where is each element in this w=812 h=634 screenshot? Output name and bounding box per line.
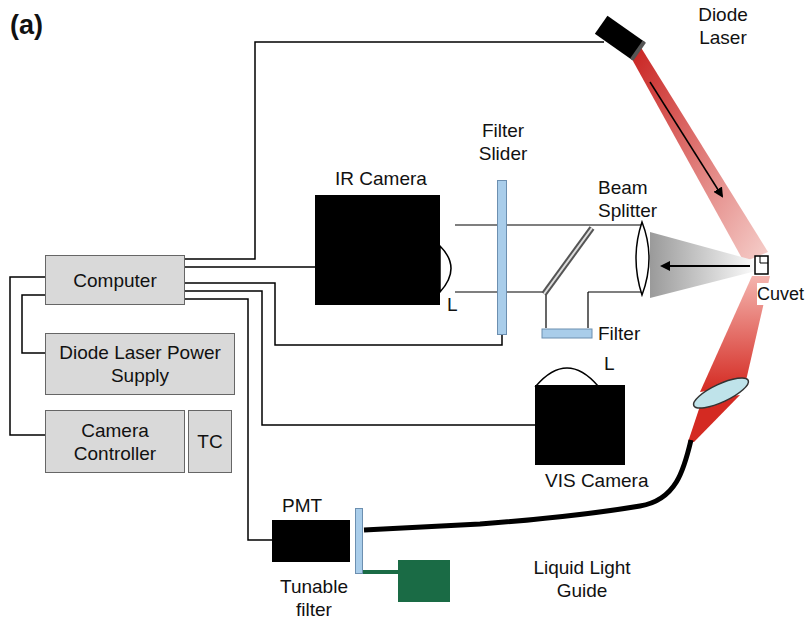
collection-lens <box>690 372 752 414</box>
node-text: TC <box>197 430 222 453</box>
pmt: PMT <box>272 520 350 562</box>
laser-beam <box>628 46 768 262</box>
filter <box>542 329 592 338</box>
part-label: Diode Laser <box>683 3 763 49</box>
lens-label: L <box>604 352 624 375</box>
emission-fan <box>650 232 760 298</box>
part-label: Cuvet <box>757 283 809 305</box>
filter-drive-rod <box>363 570 398 574</box>
beam-splitter-face <box>544 228 592 294</box>
signal-wire <box>10 277 45 435</box>
node-text: VIS Camera <box>545 469 665 492</box>
light-guide <box>364 440 691 530</box>
ir-camera: IR Camera <box>315 195 440 305</box>
node-text: IR Camera <box>335 167 455 190</box>
lens-label: L <box>447 293 467 316</box>
diode-laser-body <box>595 16 646 61</box>
node-text: Computer <box>73 269 156 292</box>
ir-lens <box>440 246 451 292</box>
vis-lens <box>536 368 598 386</box>
controller-box: Camera Controller <box>45 410 185 473</box>
panel-letter: (a) <box>10 10 70 41</box>
node-text: Filter Slider <box>463 119 543 165</box>
signal-wire <box>22 295 45 353</box>
part-label: Liquid Light Guide <box>522 556 642 602</box>
filter-slider: Filter Slider <box>497 180 507 335</box>
signal-wire <box>185 291 535 425</box>
node-text: PMT <box>282 494 352 517</box>
computer-box: Computer <box>45 255 185 305</box>
part-label: Beam Splitter <box>598 176 688 222</box>
cuvet-sample <box>760 256 768 263</box>
front-lens <box>636 222 649 295</box>
beam-arrow <box>650 82 722 196</box>
vis-camera: VIS Camera <box>535 385 625 465</box>
node-text: Tunable filter <box>274 575 354 621</box>
node-text: Camera Controller <box>52 419 178 465</box>
node-text: Diode Laser Power Supply <box>52 341 228 387</box>
signal-wire <box>185 266 315 268</box>
tunable-filter: Tunable filter <box>355 508 363 574</box>
tc-box: TC <box>188 410 232 473</box>
emission-arrow <box>662 265 750 267</box>
cuvet-cell <box>755 256 768 274</box>
filter-drive <box>398 560 450 602</box>
beam-splitter <box>544 228 592 294</box>
part-label: Filter <box>598 322 668 345</box>
power-supply-box: Diode Laser Power Supply <box>45 333 235 395</box>
beam-tube <box>455 225 642 328</box>
